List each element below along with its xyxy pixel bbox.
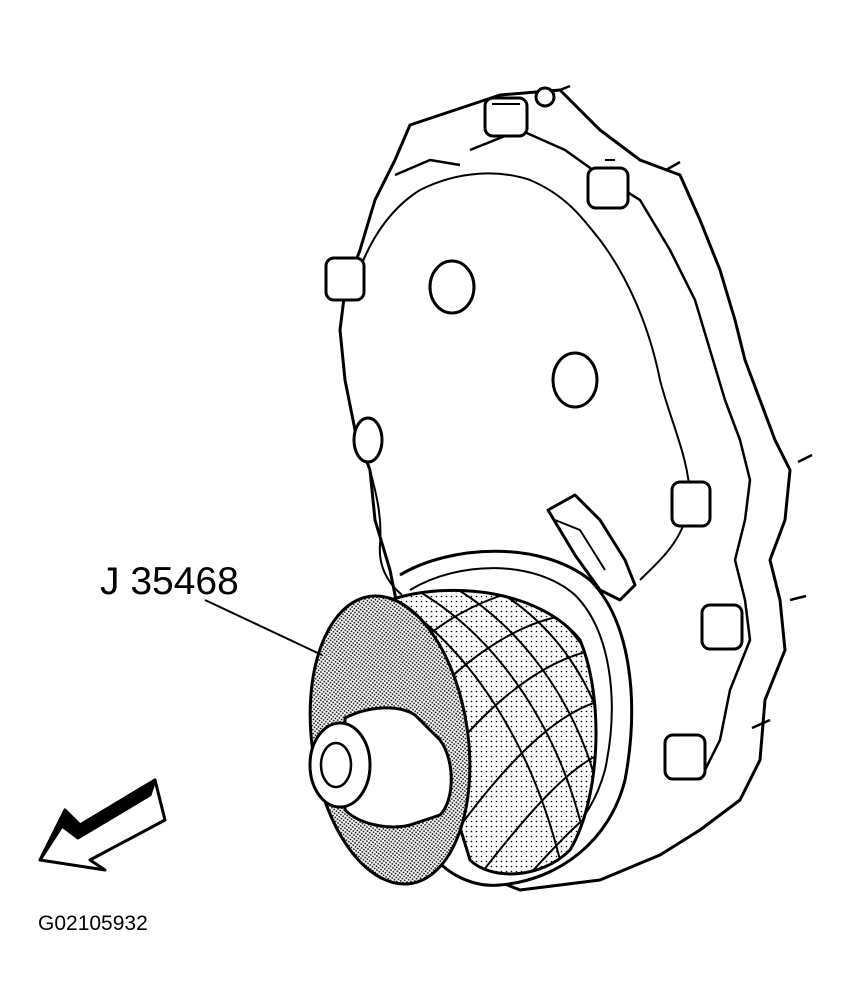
figure-id: G02105932	[38, 912, 148, 935]
cover-slot	[546, 493, 637, 602]
bolt	[663, 718, 771, 781]
tool-j35468	[308, 588, 598, 886]
bolt	[586, 159, 681, 210]
bolt	[700, 594, 807, 651]
tool-hub	[343, 706, 453, 829]
bolt	[324, 256, 366, 302]
leader-line	[204, 599, 323, 656]
bolt	[483, 84, 571, 138]
bolts	[324, 84, 813, 781]
tool-hub-hole	[319, 741, 353, 789]
direction-arrow-icon	[38, 778, 167, 872]
cover-holes	[352, 259, 599, 464]
tool-label: J 35468	[100, 560, 239, 603]
bolt	[670, 453, 813, 528]
